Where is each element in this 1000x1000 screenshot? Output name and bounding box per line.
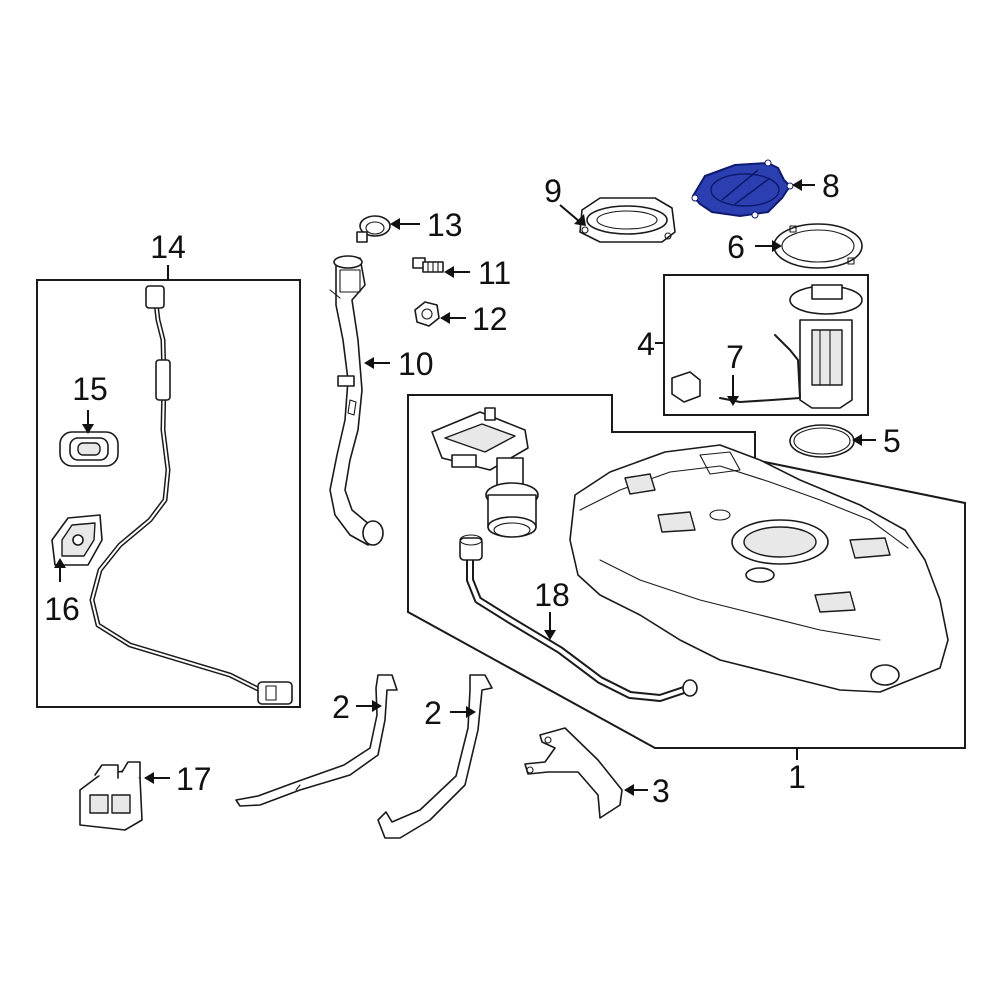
part-filler-neck-10[interactable] [329,255,384,546]
callout-17[interactable]: 17 [176,761,212,797]
part-o-ring-5[interactable] [789,424,855,458]
part-fuel-line-14[interactable] [89,285,293,705]
callout-2-left[interactable]: 2 [332,689,350,725]
part-hose-18[interactable] [459,534,698,702]
callout-16[interactable]: 16 [44,591,80,627]
callout-8[interactable]: 8 [822,168,840,204]
callout-11[interactable]: 11 [478,255,511,291]
callout-7[interactable]: 7 [726,339,744,375]
callout-13[interactable]: 13 [427,207,463,243]
part-fuel-tank-1[interactable] [569,444,949,693]
part-bolt-11[interactable] [412,257,444,273]
part-plate-9[interactable] [579,197,676,243]
part-strap-2-right[interactable] [377,674,493,839]
callout-2-right[interactable]: 2 [424,695,442,731]
part-strap-2-left[interactable] [235,674,398,807]
group-frame-1 [407,394,966,749]
part-clamp-13[interactable] [356,215,391,243]
part-vent-valve-assembly[interactable] [431,407,539,538]
part-nut-12[interactable] [414,301,440,327]
callout-12[interactable]: 12 [472,301,508,337]
part-bracket-16[interactable] [51,514,103,566]
callout-arrows [54,179,876,796]
callout-1[interactable]: 1 [788,759,806,795]
callout-9[interactable]: 9 [544,173,562,209]
part-fuel-pump-module-4[interactable] [671,284,863,409]
callout-15[interactable]: 15 [72,371,108,407]
part-grommet-15[interactable] [59,431,119,467]
callout-18[interactable]: 18 [534,577,570,613]
callout-10[interactable]: 10 [398,346,434,382]
part-seal-ring-6[interactable] [773,223,863,269]
callout-4[interactable]: 4 [637,326,655,362]
part-heat-shield-3[interactable] [524,727,623,819]
part-lock-ring-8[interactable] [691,159,794,219]
part-connector-17[interactable] [79,761,143,831]
group-frame-4 [663,274,869,416]
callout-5[interactable]: 5 [883,423,901,459]
callout-3[interactable]: 3 [652,773,670,809]
callout-6[interactable]: 6 [727,229,745,265]
callout-14[interactable]: 14 [150,229,186,265]
